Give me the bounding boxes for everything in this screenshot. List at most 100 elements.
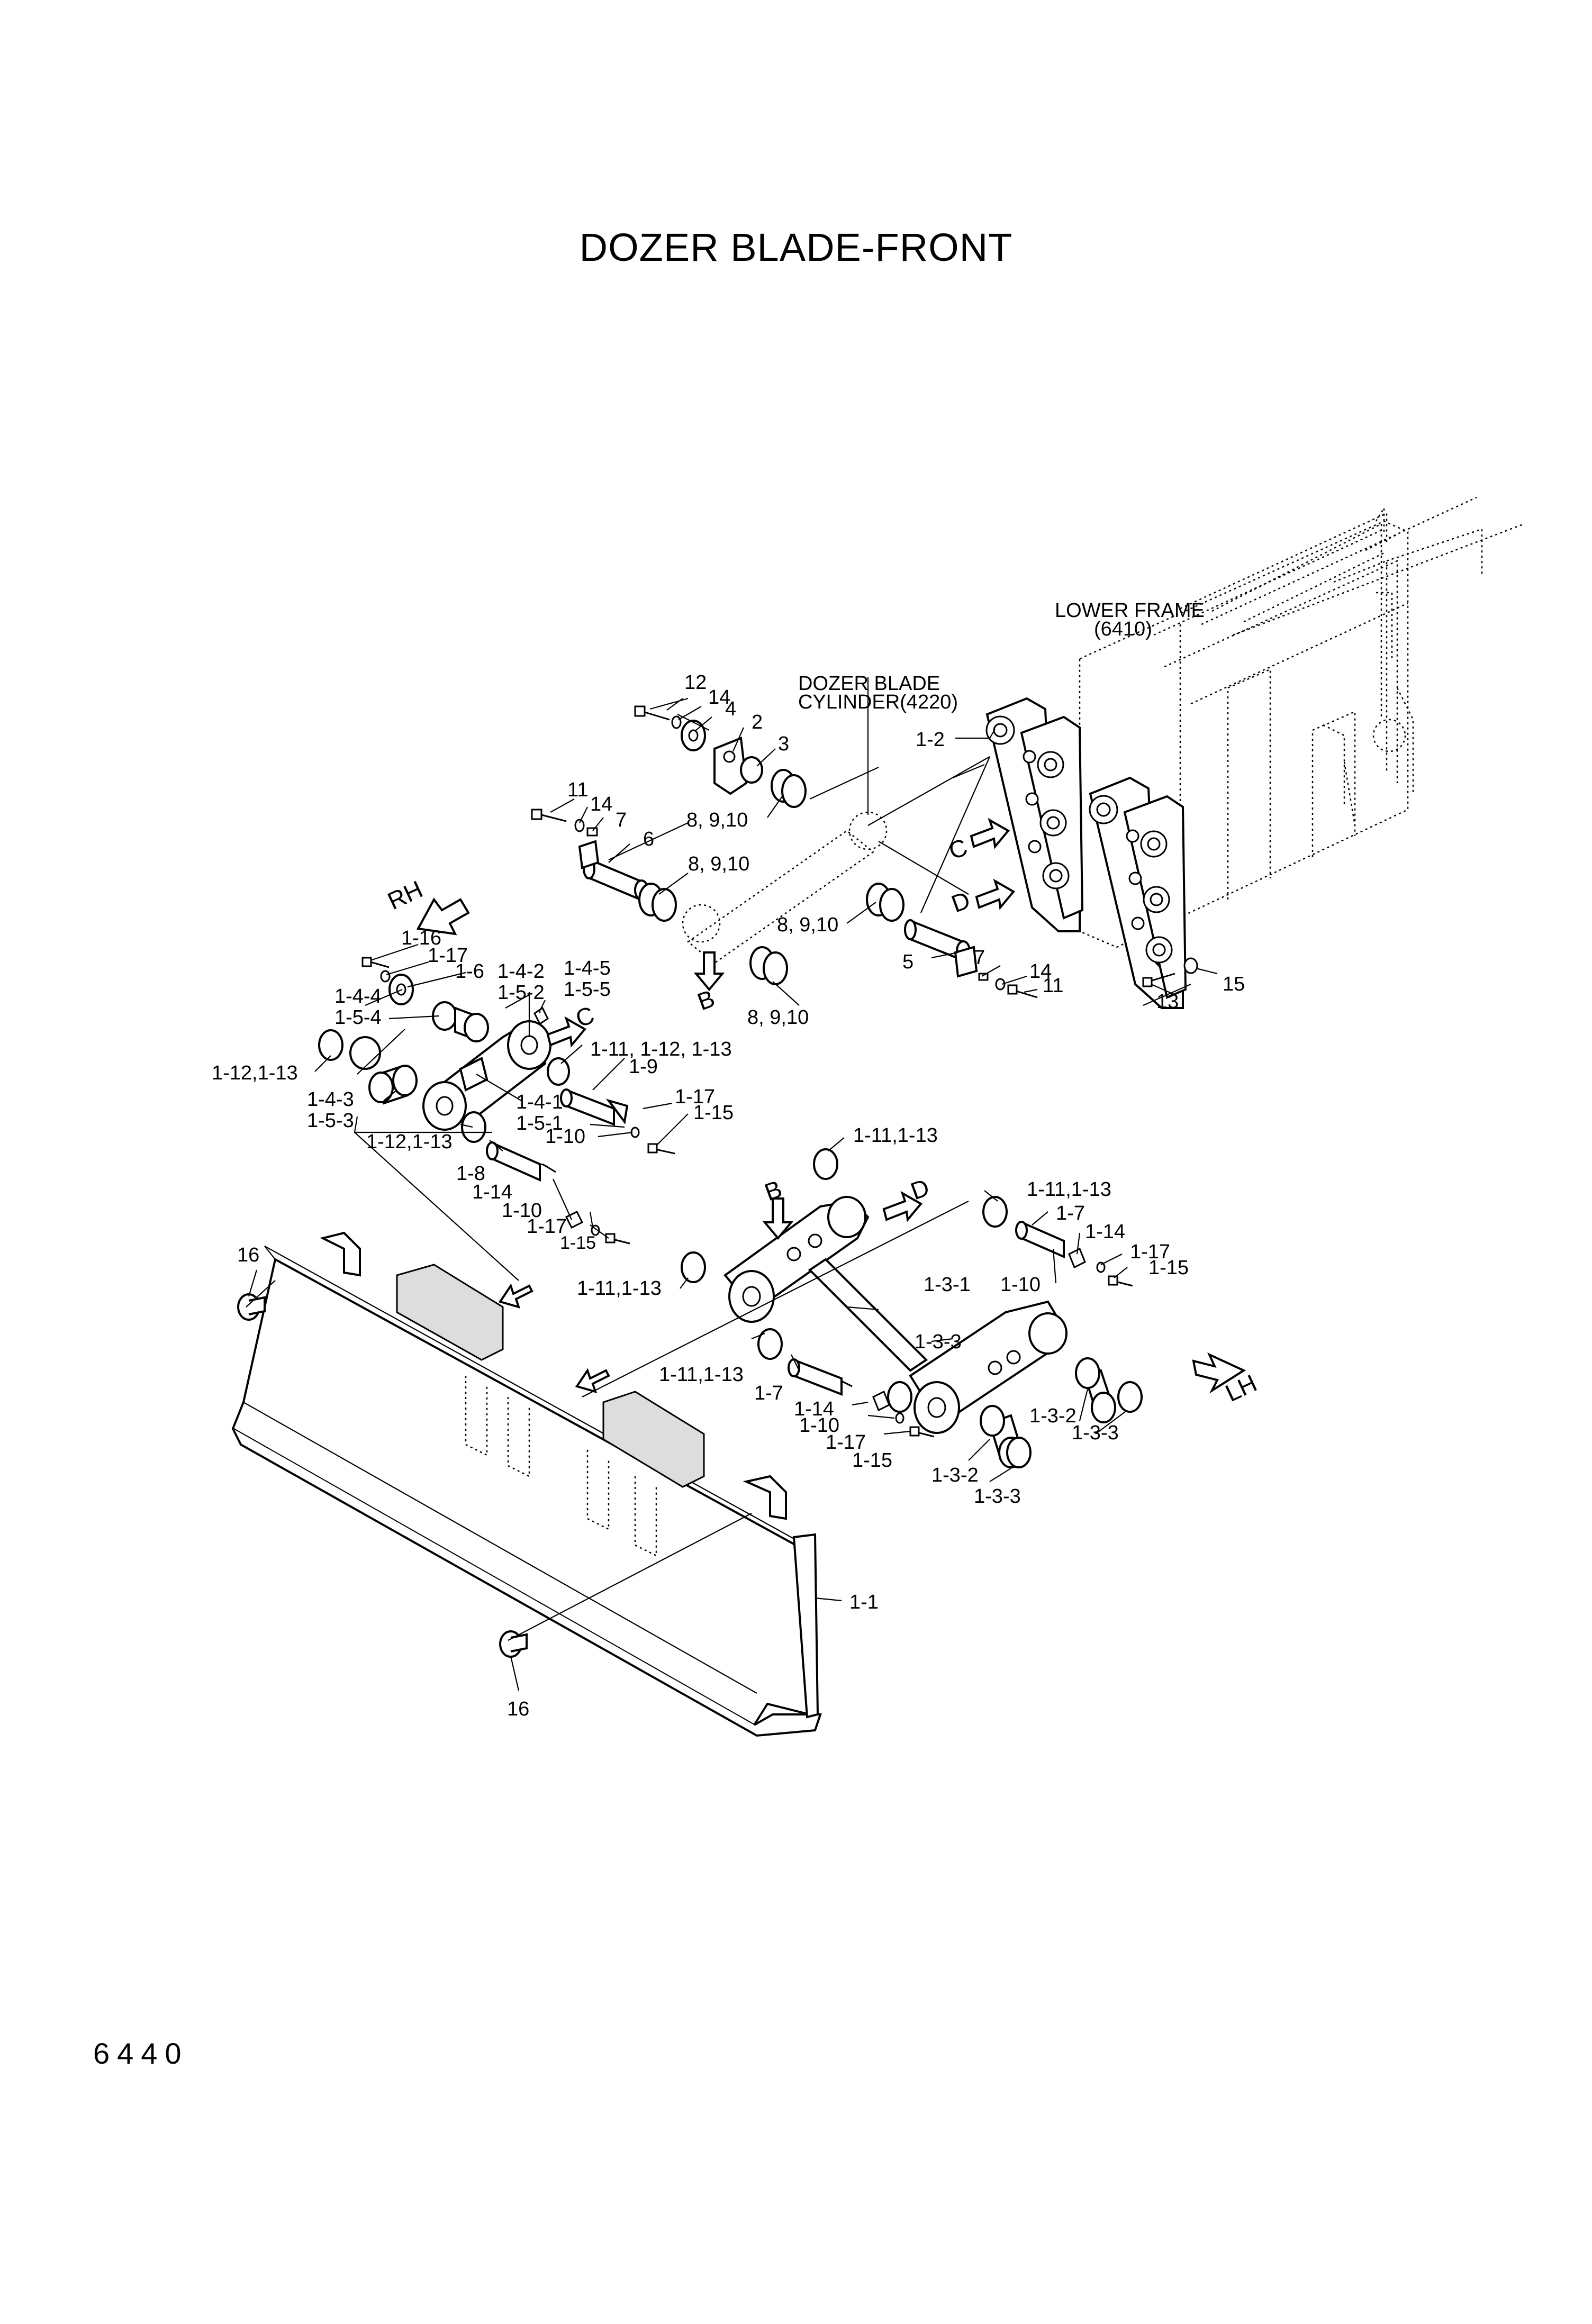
callout-1-14-a: 1-14 (472, 1181, 512, 1203)
callout-1-9: 1-9 (629, 1056, 658, 1078)
callout-1-3-3-b: 1-3-3 (1072, 1422, 1119, 1444)
bolt-11-and-washer-14 (531, 809, 598, 837)
assembly-guide-lines (246, 714, 1191, 1641)
callout-1-17-c: 1-17 (527, 1215, 567, 1238)
callout-1-12-1-13-b: 1-12,1-13 (366, 1131, 453, 1153)
callout-14-c: 14 (1029, 960, 1052, 983)
callout-5: 5 (902, 951, 913, 973)
lower-frame-ref: (6410) (1094, 618, 1152, 640)
d-arrow-frame (975, 878, 1016, 910)
callout-16-bottom: 16 (507, 1698, 529, 1720)
callout-1-3-1: 1-3-1 (924, 1274, 971, 1296)
callout-2: 2 (752, 711, 763, 733)
page-title: DOZER BLADE-FRONT (579, 225, 1013, 269)
callout-1-4-2: 1-4-2 (498, 960, 545, 983)
callout-1-5-1: 1-5-1 (516, 1112, 563, 1134)
page-number: 6440 (93, 2037, 189, 2070)
rh-arrow (416, 897, 470, 936)
callout-1-4-3: 1-4-3 (307, 1088, 354, 1111)
callout-1-11-1-12-1-13: 1-11, 1-12, 1-13 (590, 1038, 732, 1060)
callout-1-5-3: 1-5-3 (307, 1110, 354, 1132)
callout-1-3-2-a: 1-3-2 (1029, 1405, 1077, 1427)
bolt-12 (634, 697, 689, 721)
d-label-frame: D (948, 886, 974, 918)
blade-arrow-right (575, 1368, 610, 1393)
lower-frame-dotted-extension-lines (1211, 505, 1385, 623)
pin-16-bottom (499, 1630, 528, 1658)
dozer-blade-cylinder-outline (682, 677, 990, 964)
callout-1-15-c: 1-15 (1148, 1257, 1189, 1279)
callout-8-9-10-a: 8, 9,10 (686, 809, 748, 831)
b-label-upper: B (694, 984, 719, 1015)
callout-1-16: 1-16 (401, 927, 441, 949)
callout-1-4-5: 1-4-5 (564, 957, 611, 979)
d-arrow-link (882, 1191, 923, 1222)
shim-rings-8-9-10-lower (749, 946, 788, 985)
callout-1-10-c: 1-10 (1000, 1274, 1041, 1296)
callout-1-15-d: 1-15 (852, 1449, 892, 1472)
dozer-blade (231, 1231, 822, 1737)
c-arrow-frame (970, 818, 1010, 849)
callout-1-10-b: 1-10 (502, 1200, 542, 1222)
callout-13: 13 (1156, 991, 1179, 1013)
lh-arrow (1192, 1352, 1246, 1394)
callout-14-top: 14 (708, 686, 730, 709)
callout-1-15-a: 1-15 (693, 1102, 734, 1124)
callout-16-left: 16 (237, 1244, 259, 1266)
b-label-lower: B (761, 1175, 786, 1206)
callout-1-5-4: 1-5-4 (334, 1006, 382, 1029)
callout-12: 12 (684, 671, 707, 694)
bolt-11-washer-14-lower (978, 973, 1038, 998)
callout-1-10-a: 1-10 (545, 1125, 585, 1148)
callout-1-17-a: 1-17 (428, 945, 468, 967)
lower-frame-bracket-left (985, 697, 1084, 932)
callout-1-17-e: 1-17 (826, 1431, 866, 1454)
cylinder-ref: CYLINDER(4220) (798, 691, 958, 713)
callout-1-7-b: 1-7 (754, 1382, 783, 1404)
callout-1-4-4: 1-4-4 (334, 985, 382, 1007)
callout-11-b: 11 (1043, 975, 1063, 997)
pin-6 (578, 840, 649, 902)
pin-5 (904, 919, 978, 978)
callout-3: 3 (778, 733, 789, 755)
pin-16-left (237, 1293, 266, 1321)
callout-7-a: 7 (616, 809, 627, 831)
callout-1-6: 1-6 (455, 960, 484, 983)
callout-1-1: 1-1 (849, 1591, 879, 1613)
callout-8-9-10-d: 8, 9,10 (747, 1006, 809, 1029)
rh-link-arm (422, 1020, 551, 1131)
callout-1-2: 1-2 (916, 729, 945, 751)
callout-7-b: 7 (974, 947, 985, 969)
callout-1-10-d: 1-10 (799, 1414, 839, 1437)
lower-frame-outline (1079, 496, 1525, 948)
callout-1-8: 1-8 (456, 1163, 485, 1185)
shim-rings-8-9-10-upper (771, 769, 807, 808)
leader-lines (248, 698, 1218, 1691)
callout-15: 15 (1223, 973, 1245, 995)
b-arrow-upper (693, 951, 725, 992)
callout-6: 6 (643, 828, 654, 850)
callout-1-12-1-13-a: 1-12,1-13 (212, 1062, 298, 1084)
callout-1-3-3-a: 1-3-3 (915, 1331, 962, 1353)
callout-1-14-c: 1-14 (794, 1398, 834, 1420)
callout-14-b: 14 (590, 793, 612, 815)
callout-1-11-1-13-c: 1-11,1-13 (577, 1277, 662, 1300)
lock-plate-2 (713, 737, 748, 795)
callout-4: 4 (725, 698, 736, 720)
callout-1-14-b: 1-14 (1085, 1221, 1125, 1243)
callout-1-17-b: 1-17 (675, 1086, 715, 1108)
callout-1-3-3-c: 1-3-3 (974, 1485, 1021, 1508)
callout-1-11-1-13-b: 1-11,1-13 (1027, 1178, 1111, 1201)
spacer-3 (740, 756, 763, 784)
callout-8-9-10-b: 8, 9,10 (688, 853, 749, 875)
callout-11-a: 11 (567, 779, 588, 801)
shim-rings-8-9-10-mid (638, 883, 677, 922)
rh-label: RH (383, 875, 427, 915)
c-label-frame: C (945, 833, 971, 865)
lower-frame-label: LOWER FRAME (1055, 600, 1205, 622)
callout-1-11-1-13-d: 1-11,1-13 (659, 1364, 744, 1386)
blade-arrow-left (498, 1283, 533, 1309)
callout-8-9-10-c: 8, 9,10 (777, 914, 838, 936)
cylinder-label: DOZER BLADE (798, 673, 940, 695)
